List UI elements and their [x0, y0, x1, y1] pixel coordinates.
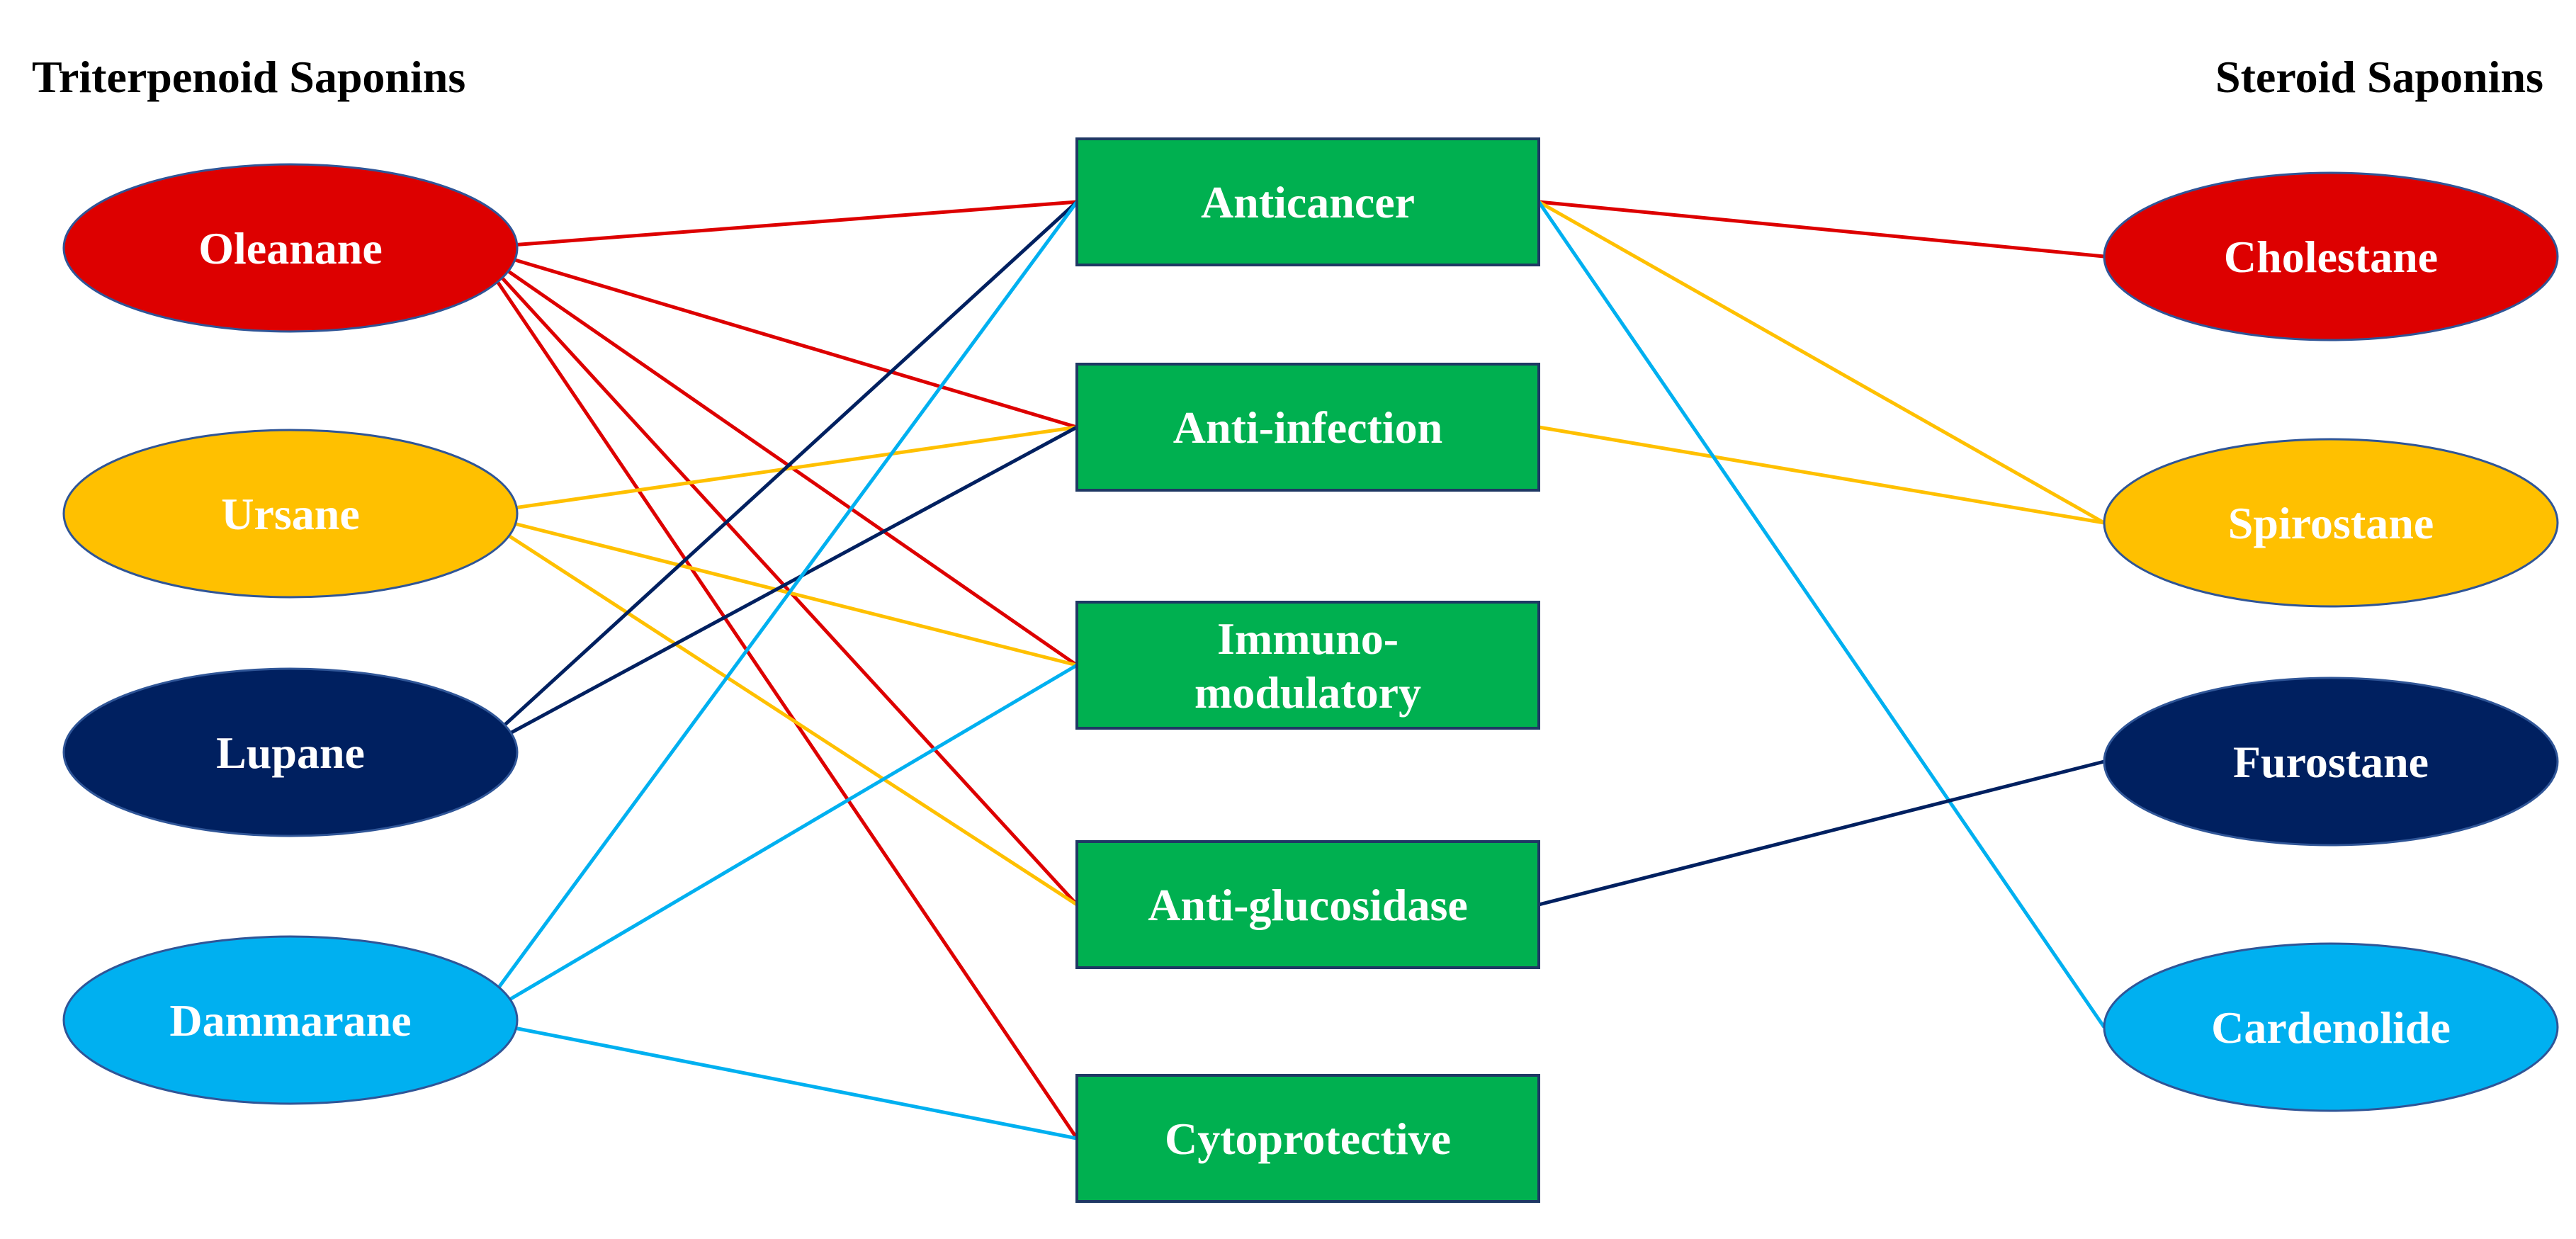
lupane-label: Lupane [216, 728, 365, 778]
link-oleanane-immunomodulatory [473, 246, 1078, 667]
anti-glucosidase-label-line-1: Anti-glucosidase [1148, 880, 1468, 930]
furostane-ellipse [2103, 677, 2559, 847]
cytoprotective-box [1075, 1074, 1540, 1203]
activity-anticancer: Anticancer [1075, 137, 1540, 266]
cholestane-label: Cholestane [2224, 232, 2438, 282]
link-oleanane-anti-glucosidase [473, 247, 1078, 906]
link-anticancer-cardenolide [1537, 200, 2106, 1029]
cholestane-ellipse [2103, 171, 2559, 341]
cytoprotective-label-line-1: Cytoprotective [1165, 1114, 1451, 1164]
dammarane-label: Dammarane [169, 995, 411, 1046]
link-dammarane-immunomodulatory [473, 663, 1078, 1022]
anti-infection-box [1075, 363, 1540, 492]
triterpenoid-group-title: Triterpenoid Saponins [32, 52, 465, 102]
furostane-label: Furostane [2233, 737, 2429, 787]
immunomodulatory-label-line-1: Immuno- [1217, 613, 1399, 664]
ursane-ellipse [62, 429, 519, 599]
link-lupane-anti-infection [473, 425, 1078, 754]
link-ursane-anti-glucosidase [473, 511, 1078, 907]
anti-infection-label-line-1: Anti-infection [1173, 402, 1442, 453]
lupane-ellipse [62, 667, 519, 837]
ursane-label: Ursane [221, 489, 360, 539]
link-lupane-anticancer [473, 200, 1078, 754]
node-cardenolide: Cardenolide [2103, 942, 2559, 1112]
cardenolide-label: Cardenolide [2211, 1002, 2451, 1053]
anti-glucosidase-box [1075, 840, 1540, 969]
link-dammarane-cytoprotective [474, 1018, 1078, 1141]
spirostane-ellipse [2103, 438, 2559, 608]
connection-lines [473, 200, 2106, 1141]
activity-immunomodulatory: Immuno-modulatory [1075, 601, 1540, 730]
node-dammarane: Dammarane [62, 935, 519, 1105]
link-anti-infection-spirostane [1538, 425, 2105, 525]
node-ursane: Ursane [62, 429, 519, 599]
node-cholestane: Cholestane [2103, 171, 2559, 341]
link-anti-glucosidase-furostane [1538, 759, 2105, 907]
immunomodulatory-label-line-2: modulatory [1194, 667, 1421, 718]
spirostane-label: Spirostane [2228, 498, 2434, 548]
activity-anti-infection: Anti-infection [1075, 363, 1540, 492]
oleanane-ellipse [62, 163, 519, 333]
link-ursane-anti-infection [474, 425, 1078, 516]
activity-anti-glucosidase: Anti-glucosidase [1075, 840, 1540, 969]
cardenolide-ellipse [2103, 942, 2559, 1112]
node-furostane: Furostane [2103, 677, 2559, 847]
node-spirostane: Spirostane [2103, 438, 2559, 608]
node-oleanane: Oleanane [62, 163, 519, 333]
activity-cytoprotective: Cytoprotective [1075, 1074, 1540, 1203]
link-anticancer-spirostane [1537, 200, 2106, 525]
steroid-group-title: Steroid Saponins [2215, 52, 2543, 102]
dammarane-ellipse [62, 935, 519, 1105]
link-oleanane-anti-infection [474, 246, 1078, 429]
anticancer-box [1075, 137, 1540, 266]
node-lupane: Lupane [62, 667, 519, 837]
oleanane-label: Oleanane [198, 223, 383, 273]
anticancer-label-line-1: Anticancer [1201, 177, 1415, 227]
link-dammarane-anticancer [473, 200, 1079, 1022]
link-oleanane-anticancer [474, 200, 1078, 250]
link-anticancer-cholestane [1538, 200, 2105, 259]
immunomodulatory-box [1075, 601, 1540, 730]
link-oleanane-cytoprotective [473, 247, 1079, 1140]
